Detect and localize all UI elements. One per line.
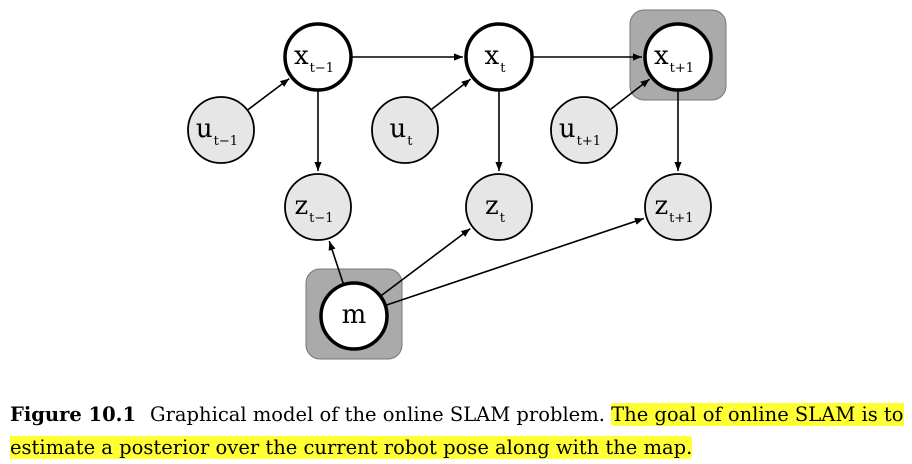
edge-m-to-z_next [385, 217, 645, 306]
node-circle-z_prev [284, 173, 352, 241]
node-label-x_prev: xt−1 [294, 41, 334, 76]
node-u_next: ut+1 [550, 96, 618, 164]
caption-text: Graphical model of the online SLAM probl… [150, 403, 605, 426]
edge-m-to-z_prev [328, 240, 345, 284]
node-label-z_prev: zt−1 [294, 191, 333, 226]
node-x_next: xt+1 [643, 22, 713, 92]
node-circle-u_next [550, 96, 618, 164]
node-label-x_next: xt+1 [654, 41, 694, 76]
node-circle-u_t [371, 96, 439, 164]
node-circle-u_prev [187, 96, 255, 164]
node-circle-x_t [464, 22, 534, 92]
figure-caption: Figure 10.1 Graphical model of the online… [10, 398, 910, 464]
node-z_prev: zt−1 [284, 173, 352, 241]
node-label-z_t: zt [485, 191, 506, 226]
node-label-x_t: xt [485, 41, 507, 76]
edge-m-to-z_t [380, 227, 471, 297]
node-u_t: ut [371, 96, 439, 164]
node-m: m [319, 281, 389, 351]
figure-label: Figure 10.1 [10, 403, 137, 426]
node-x_prev: xt−1 [283, 22, 353, 92]
node-x_t: xt [464, 22, 534, 92]
edge-u_prev-to-x_prev [247, 78, 290, 111]
node-label-z_next: zt+1 [654, 191, 693, 226]
edge-u_next-to-x_next [610, 78, 651, 110]
node-circle-x_prev [283, 22, 353, 92]
node-circle-m [319, 281, 389, 351]
node-u_prev: ut−1 [187, 96, 255, 164]
node-z_t: zt [465, 173, 533, 241]
slam-graphical-model: xt−1 xt xt+1 ut−1 ut ut+1 zt−1 zt zt+1 m [187, 9, 727, 360]
node-z_next: zt+1 [644, 173, 712, 241]
node-label-u_t: ut [390, 114, 414, 149]
node-circle-z_next [644, 173, 712, 241]
edge-u_t-to-x_t [431, 78, 472, 110]
node-label-m: m [342, 300, 367, 330]
node-label-u_prev: ut−1 [196, 114, 238, 149]
node-circle-x_next [643, 22, 713, 92]
node-label-u_next: ut+1 [559, 114, 601, 149]
node-circle-z_t [465, 173, 533, 241]
